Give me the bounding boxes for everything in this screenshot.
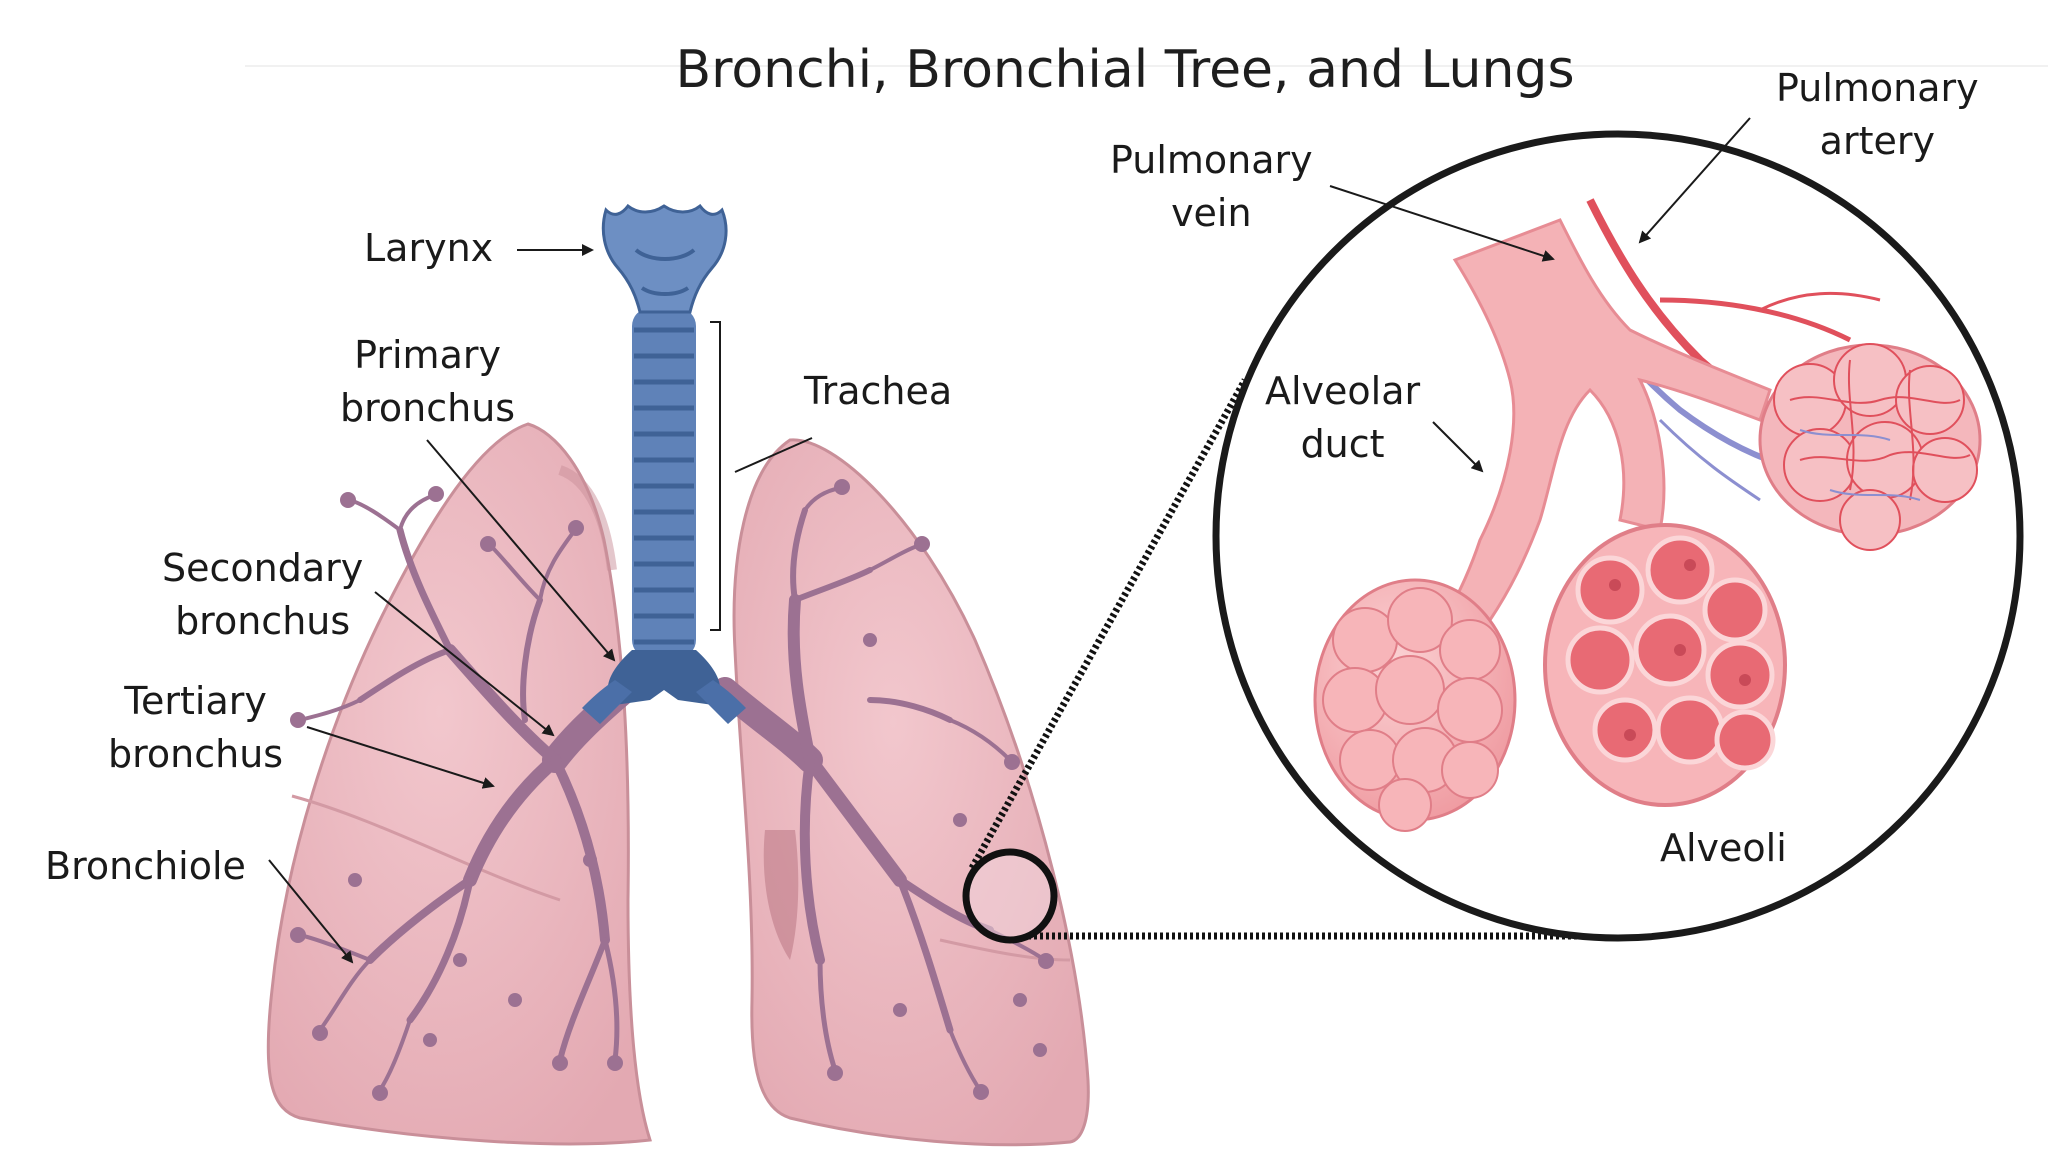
magnifier-circle bbox=[966, 852, 1054, 940]
label-bronchiole: Bronchiole bbox=[45, 840, 246, 893]
label-alveolar-duct-line2: duct bbox=[1265, 418, 1420, 471]
label-primary-bronchus-line1: Primary bbox=[340, 329, 515, 382]
right-lung bbox=[734, 440, 1088, 1145]
trachea-tube bbox=[632, 308, 696, 658]
label-trachea: Trachea bbox=[804, 365, 952, 418]
label-tertiary-bronchus-line1: Tertiary bbox=[108, 675, 283, 728]
right-lung-body bbox=[734, 440, 1088, 1145]
label-pulmonary-artery: Pulmonary artery bbox=[1776, 62, 1979, 168]
label-tertiary-bronchus-line2: bronchus bbox=[108, 728, 283, 781]
label-alveolar-duct: Alveolar duct bbox=[1265, 365, 1420, 471]
label-tertiary-bronchus: Tertiary bronchus bbox=[108, 675, 283, 781]
label-alveolar-duct-line1: Alveolar bbox=[1265, 365, 1420, 418]
alveoli-detail bbox=[1216, 134, 2020, 938]
diagram-title: Bronchi, Bronchial Tree, and Lungs bbox=[560, 40, 1690, 100]
trachea-bracket bbox=[710, 322, 720, 630]
label-pulmonary-vein: Pulmonary vein bbox=[1110, 134, 1313, 240]
label-pulmonary-artery-line1: Pulmonary bbox=[1776, 62, 1979, 115]
label-pulmonary-vein-line2: vein bbox=[1110, 187, 1313, 240]
larynx bbox=[603, 206, 726, 312]
label-larynx: Larynx bbox=[364, 222, 493, 275]
label-secondary-bronchus-line1: Secondary bbox=[162, 542, 363, 595]
alveolar-sac-sectioned bbox=[1545, 525, 1785, 805]
label-alveoli: Alveoli bbox=[1660, 822, 1787, 875]
label-pulmonary-artery-line2: artery bbox=[1776, 115, 1979, 168]
label-primary-bronchus: Primary bronchus bbox=[340, 329, 515, 435]
label-secondary-bronchus: Secondary bronchus bbox=[162, 542, 363, 648]
label-secondary-bronchus-line2: bronchus bbox=[162, 595, 363, 648]
label-pulmonary-vein-line1: Pulmonary bbox=[1110, 134, 1313, 187]
label-primary-bronchus-line2: bronchus bbox=[340, 382, 515, 435]
